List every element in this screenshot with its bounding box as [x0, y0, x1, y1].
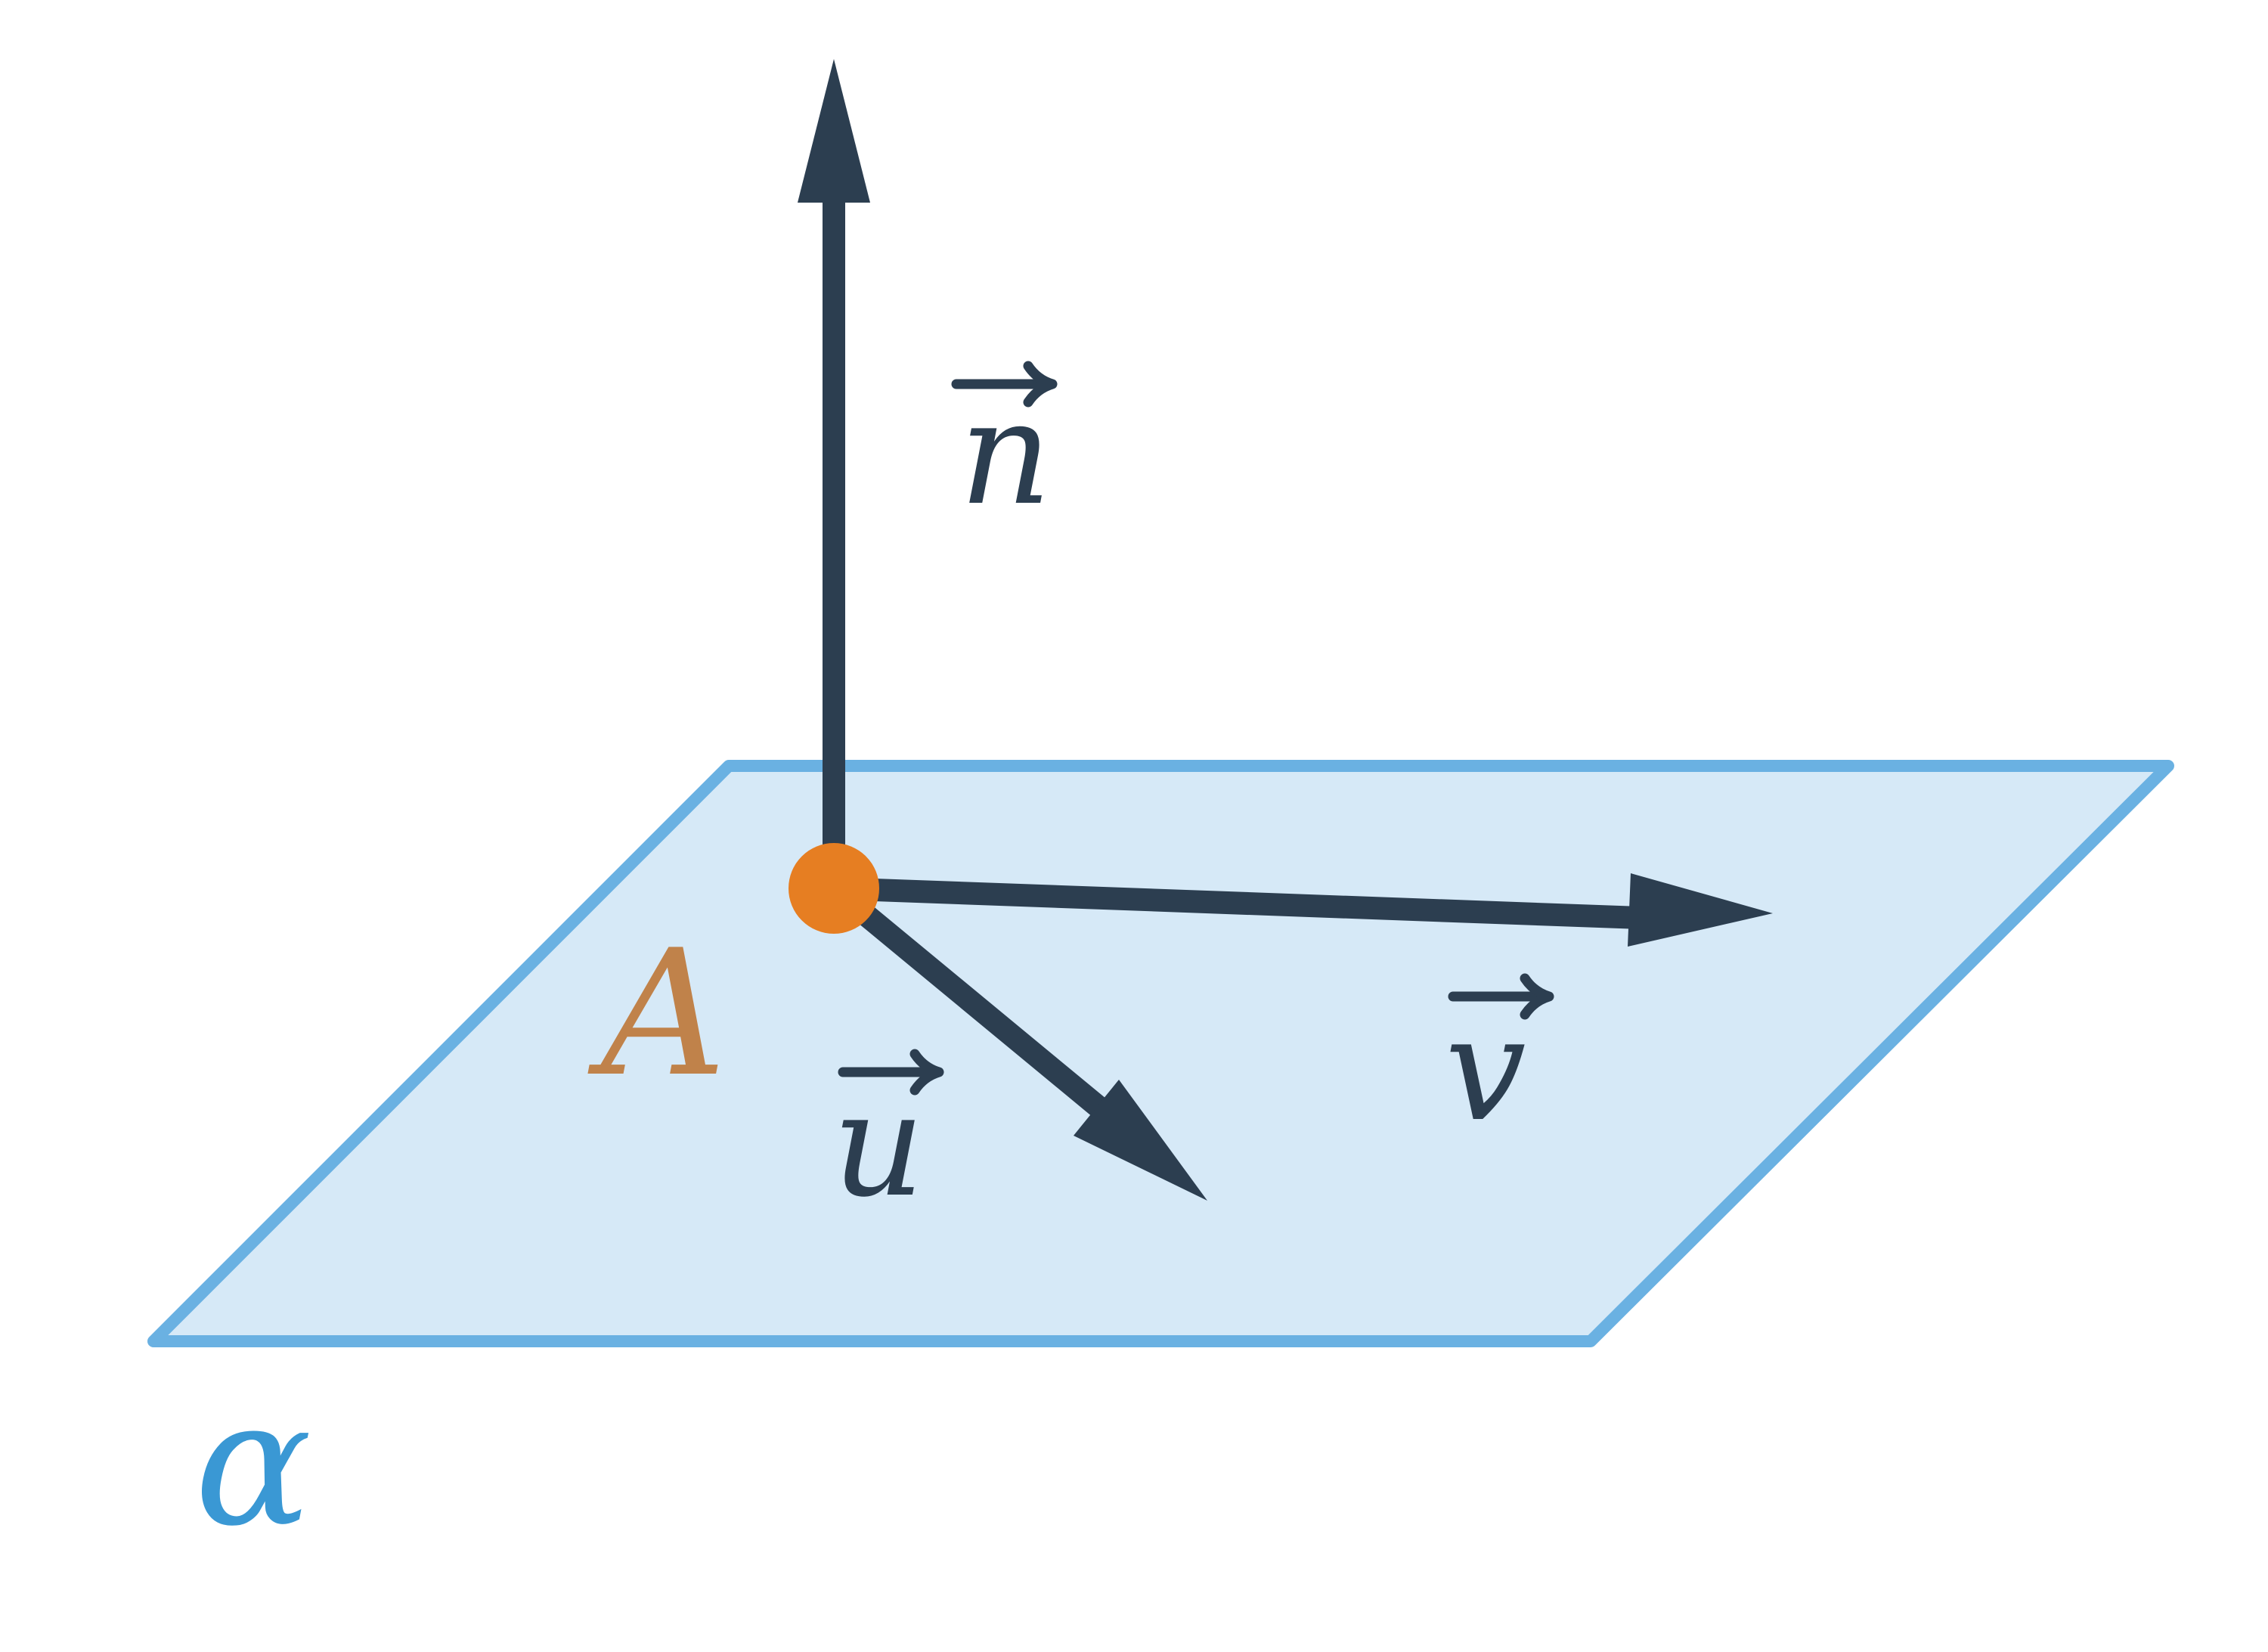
label-v-group: v [1445, 973, 1554, 1153]
label-v-arrow-icon [1448, 973, 1554, 1020]
vector-v-shaft [833, 877, 1641, 929]
vector-v [833, 873, 1773, 947]
label-u-group: u [832, 1049, 944, 1229]
point-a-dot [789, 843, 879, 934]
vector-u-shaft [826, 879, 1111, 1120]
label-u-arrow-icon [838, 1049, 944, 1096]
label-n: n [959, 370, 1052, 537]
vector-u-arrowhead [1074, 1080, 1207, 1201]
normal-vector-arrowhead [798, 59, 870, 203]
label-point-a: A [587, 913, 727, 1115]
label-n-arrow-icon [951, 361, 1058, 408]
vector-u [826, 879, 1207, 1201]
vector-v-arrowhead [1628, 873, 1773, 947]
normal-vector-n [798, 59, 870, 888]
label-v: v [1445, 986, 1526, 1153]
label-plane-alpha: α [194, 1363, 311, 1565]
label-n-group: n [951, 361, 1058, 537]
plane-alpha [147, 760, 2174, 1347]
label-u: u [832, 1062, 925, 1229]
